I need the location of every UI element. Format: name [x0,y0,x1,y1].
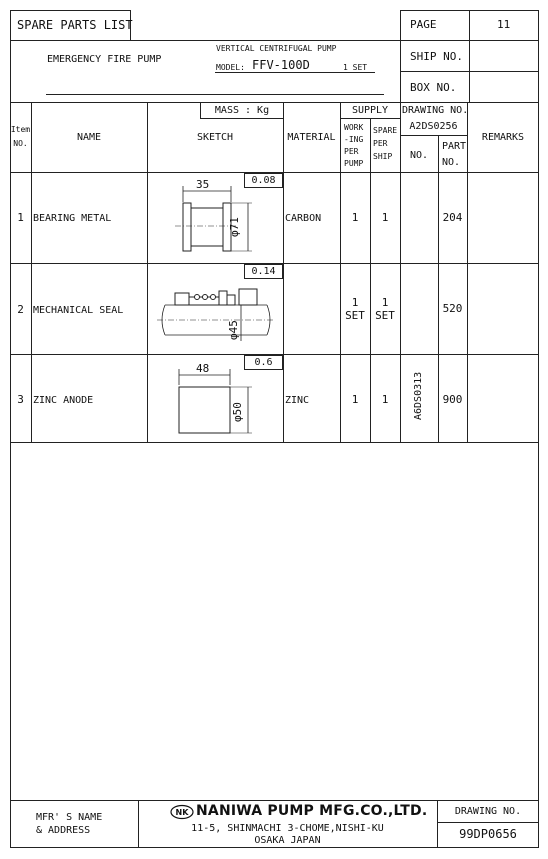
col-working-3: PER [344,147,359,156]
company-address-1: 11-5, SHINMACHI 3-CHOME,NISHI-KU [191,823,384,834]
row-part-no: 204 [442,211,463,224]
set-count: 1 SET [343,63,368,72]
col-part-no-2: NO. [442,157,461,168]
col-drawing-code: A2DS0256 [409,121,458,132]
col-name: NAME [76,132,102,143]
sheet-title: SPARE PARTS LIST [17,18,133,32]
dim-diameter: φ71 [228,217,241,237]
col-spare-1: SPARE [373,126,398,135]
page-label: PAGE [410,18,437,31]
row-working: 1 [351,393,359,406]
row-item-no: 1 [17,211,24,224]
dim-length: 48 [196,362,210,375]
model-label: MODEL: [216,63,245,72]
bearing-metal-sketch [175,186,252,252]
mfr-label-1: MFR' S NAME [36,812,103,823]
mechanical-seal-sketch [157,288,273,341]
company-address-2: OSAKA JAPAN [254,835,321,846]
col-supply: SUPPLY [351,105,389,116]
row-mass: 0.08 [251,175,276,186]
ship-no-label: SHIP NO. [410,50,463,63]
pump-name: EMERGENCY FIRE PUMP [47,54,162,65]
col-item-no-2: NO. [13,139,28,148]
row-part-no: 520 [442,302,463,315]
col-working-1: WORK [344,123,364,132]
col-working-4: PUMP [344,159,364,168]
model-value: FFV-100D [252,58,310,72]
col-spare-2: PER [373,139,388,148]
box-no-label: BOX NO. [410,81,457,94]
dim-diameter: φ50 [231,402,244,422]
col-drawing-no: DRAWING NO. [402,105,469,116]
row-spare-unit: SET [375,309,395,322]
col-sketch: SKETCH [196,132,234,143]
row-working-unit: SET [345,309,365,322]
dim-length: 35 [196,178,210,191]
row-working-qty: 1 [351,296,359,309]
col-no: NO. [409,150,429,161]
svg-text:NK: NK [176,808,190,817]
row-material: CARBON [285,213,322,224]
col-spare-3: SHIP [373,152,393,161]
col-working-2: -ING [344,135,364,144]
col-part-no-1: PART [442,141,467,152]
form-frame [10,40,539,848]
row-spare: 1 [381,393,389,406]
zinc-anode-sketch [178,369,252,434]
row-item-no: 2 [17,303,24,316]
row-drawing-no: A6DS0313 [413,371,424,420]
col-material: MATERIAL [287,132,336,143]
naniwa-logo-icon: NK [170,804,194,820]
row-name: ZINC ANODE [33,395,94,406]
footer-drawing-no-label: DRAWING NO. [454,806,522,817]
col-remarks: REMARKS [481,132,525,143]
pump-type: VERTICAL CENTRIFUGAL PUMP [216,44,337,53]
row-working: 1 [351,211,359,224]
mfr-label-2: & ADDRESS [36,825,91,836]
row-mass: 0.6 [254,357,273,368]
company-name: NANIWA PUMP MFG.CO.,LTD. [196,803,428,819]
row-mass: 0.14 [251,266,276,277]
row-name: BEARING METAL [33,213,112,224]
row-item-no: 3 [17,393,24,406]
row-part-no: 900 [442,393,463,406]
row-material: ZINC [285,395,310,406]
col-item-no-1: Item [10,125,31,134]
row-spare-qty: 1 [381,296,389,309]
dim-diameter: φ45 [227,320,240,340]
row-name: MECHANICAL SEAL [33,305,124,316]
col-mass: MASS : Kg [214,105,270,116]
footer-drawing-no: 99DP0656 [459,827,517,841]
row-spare: 1 [381,211,389,224]
page-number: 11 [497,18,511,31]
